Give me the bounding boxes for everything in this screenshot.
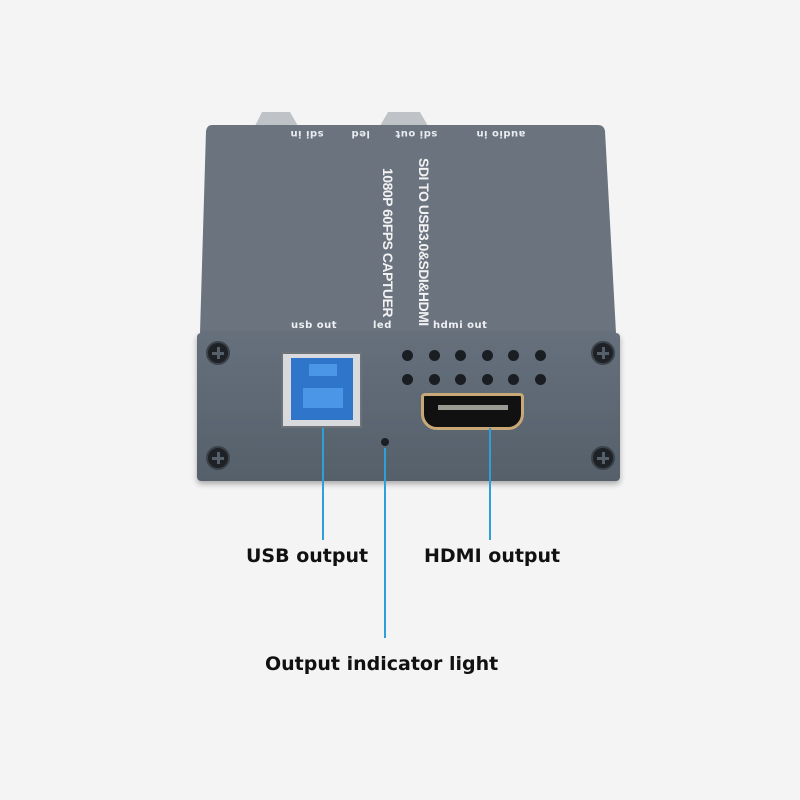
vent-hole [402, 350, 413, 361]
screw-icon [206, 446, 230, 470]
label-usb-out: usb out [291, 320, 337, 331]
vent-hole [428, 374, 440, 385]
vent-hole [508, 350, 519, 361]
callout-hdmi-output: HDMI output [424, 545, 561, 567]
hdmi-port [421, 393, 524, 430]
screw-icon [591, 341, 615, 365]
screw-icon [206, 341, 230, 365]
top-label-audio-in: audio in [476, 128, 526, 139]
usb-b-port [281, 352, 362, 428]
top-label-sdi-in: sdi in [290, 128, 324, 139]
vent-hole [402, 374, 413, 385]
vent-hole [534, 350, 546, 361]
callout-output-indicator-light: Output indicator light [265, 653, 499, 675]
device-title-line2: 1080P 60FPS CAPTUER [380, 168, 396, 317]
vent-hole [534, 374, 546, 385]
top-label-led: led [351, 128, 370, 139]
callout-line-usb [322, 428, 324, 540]
vent-hole [455, 374, 466, 385]
label-led: led [373, 320, 392, 331]
label-hdmi-out: hdmi out [433, 320, 488, 331]
callout-line-led [384, 448, 386, 638]
vent-hole [508, 374, 519, 385]
callout-usb-output: USB output [246, 545, 369, 567]
device-title-line1: SDI TO USB3.0&SDI&HDMI [416, 158, 432, 326]
indicator-led [381, 438, 389, 446]
vent-hole [481, 350, 493, 361]
callout-line-hdmi [489, 428, 491, 540]
vent-hole [481, 374, 493, 385]
top-label-sdi-out: sdi out [395, 128, 438, 139]
vent-hole [455, 350, 466, 361]
screw-icon [591, 446, 615, 470]
vent-hole [428, 350, 440, 361]
